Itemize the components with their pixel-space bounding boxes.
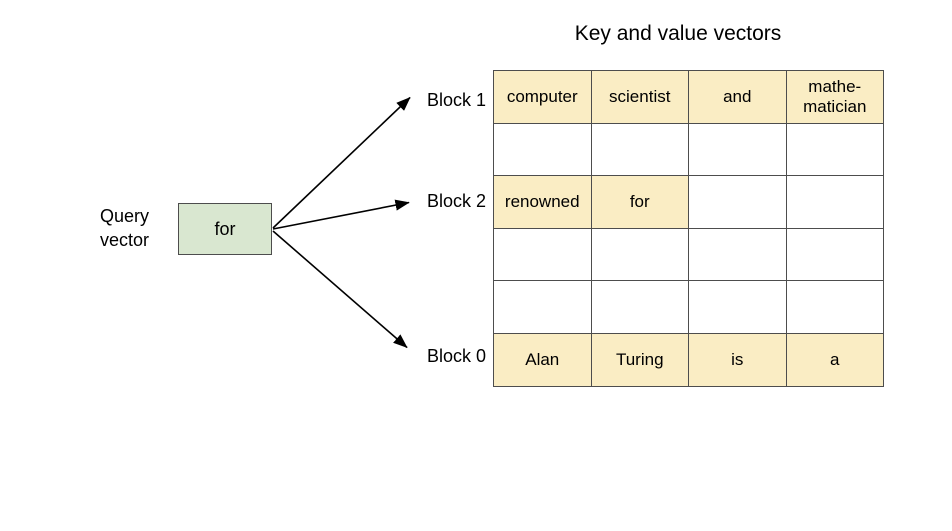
table-cell [493,227,592,282]
cell-text-line1: mathe- [808,76,862,96]
table-cell [493,122,592,177]
table-cell: Alan [493,332,592,387]
block-label-block-2: Block 2 [426,191,486,211]
table-cell [785,280,884,334]
block-label-block-1: Block 1 [426,90,486,110]
block-label-block-0: Block 0 [426,346,486,366]
cell-text-line2: matician [803,96,867,116]
table-cell [590,122,689,177]
table-cell [688,227,787,282]
query-vector-box[interactable]: for [178,203,272,255]
query-vector-label-line1: Query [100,206,150,226]
table-cell: mathe-matician [785,70,884,124]
table-cell [785,122,884,177]
table-cell [785,175,884,229]
table-cell: computer [493,70,592,124]
table-row [493,227,884,282]
table-row [493,280,884,334]
table-cell: and [688,70,787,124]
table-cell [590,280,689,334]
table-row [493,122,884,177]
query-vector-token: for [214,218,236,239]
query-vector-label-line2: vector [100,230,150,250]
table-cell: renowned [493,175,592,229]
table-cell: Turing [590,332,689,387]
table-cell [688,175,787,229]
query-vector-label: Query vector [100,204,172,252]
table-cell [590,227,689,282]
table-cell [785,227,884,282]
table-cell [493,280,592,334]
table-cell: a [785,332,884,387]
table-cell: is [688,332,787,387]
table-cell [688,122,787,177]
page-title: Key and value vectors [574,22,782,45]
arrow-to-block-0 [272,230,408,349]
table-cell [688,280,787,334]
table-cell: scientist [590,70,689,124]
table-cell: for [590,175,689,229]
